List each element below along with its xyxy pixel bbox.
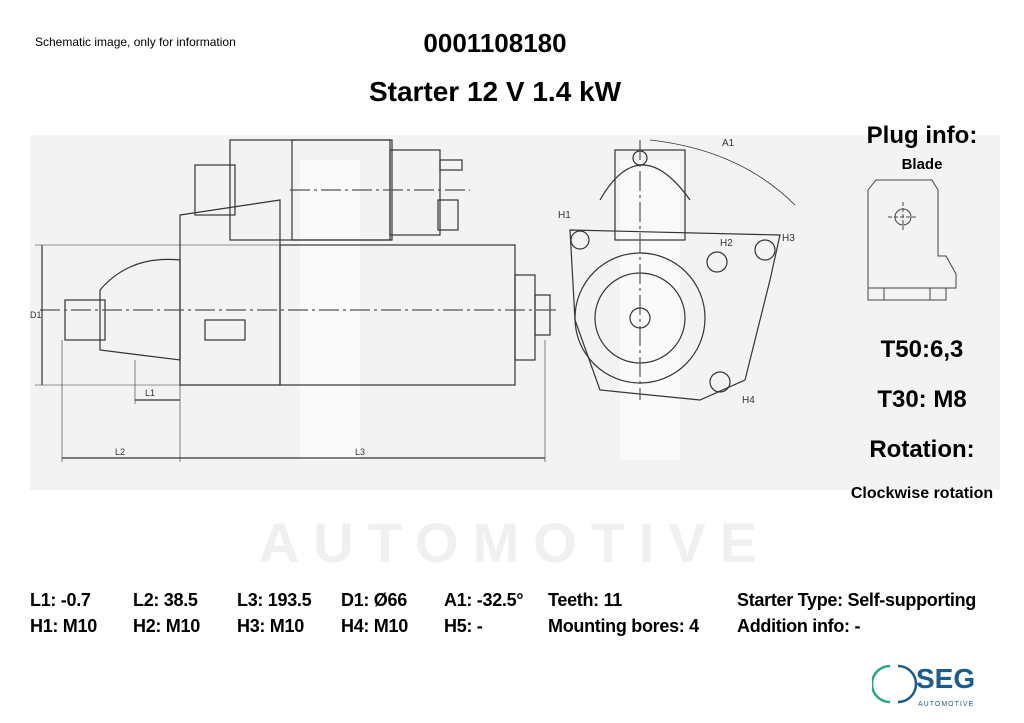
spec-l3: L3: 193.5 (237, 590, 312, 610)
plug-info-heading: Plug info: (866, 122, 978, 149)
plug-type: Blade (901, 156, 943, 173)
blade-plug-icon (867, 179, 957, 301)
spec-h1: H1: M10 (30, 616, 97, 636)
logo-brand: SEG (916, 663, 975, 694)
t30-spec: T30: M8 (877, 386, 967, 413)
spec-l1: L1: -0.7 (30, 590, 91, 610)
spec-h4: H4: M10 (341, 616, 408, 636)
label-l3: L3 (355, 447, 365, 457)
spec-a1: A1: -32.5° (444, 590, 524, 610)
schematic-note: Schematic image, only for information (35, 35, 236, 49)
label-h1: H1 (558, 210, 571, 221)
t50-spec: T50:6,3 (880, 336, 964, 363)
part-number: 0001108180 (423, 28, 567, 58)
spec-h5: H5: - (444, 616, 483, 636)
spec-addition-info: Addition info: - (737, 616, 861, 636)
spec-d1: D1: Ø66 (341, 590, 407, 610)
spec-starter-type: Starter Type: Self-supporting (737, 590, 976, 610)
logo-sub: AUTOMOTIVE (918, 701, 974, 708)
spec-h2: H2: M10 (133, 616, 200, 636)
rotation-value: Clockwise rotation (850, 485, 994, 502)
label-h4: H4 (742, 395, 755, 406)
spec-l2: L2: 38.5 (133, 590, 198, 610)
spec-mounting-bores: Mounting bores: 4 (548, 616, 699, 636)
watermark-text: AUTOMOTIVE (259, 511, 771, 574)
label-l2: L2 (115, 447, 125, 457)
label-h3: H3 (782, 233, 795, 244)
spec-teeth: Teeth: 11 (548, 590, 622, 610)
label-h2: H2 (720, 238, 733, 249)
seg-automotive-logo: SEG AUTOMOTIVE (872, 663, 975, 708)
product-title: Starter 12 V 1.4 kW (368, 76, 622, 107)
label-l1: L1 (145, 388, 155, 398)
label-a1: A1 (722, 138, 735, 149)
rotation-heading: Rotation: (869, 436, 975, 463)
spec-h3: H3: M10 (237, 616, 304, 636)
label-d1: D1 (30, 310, 42, 320)
